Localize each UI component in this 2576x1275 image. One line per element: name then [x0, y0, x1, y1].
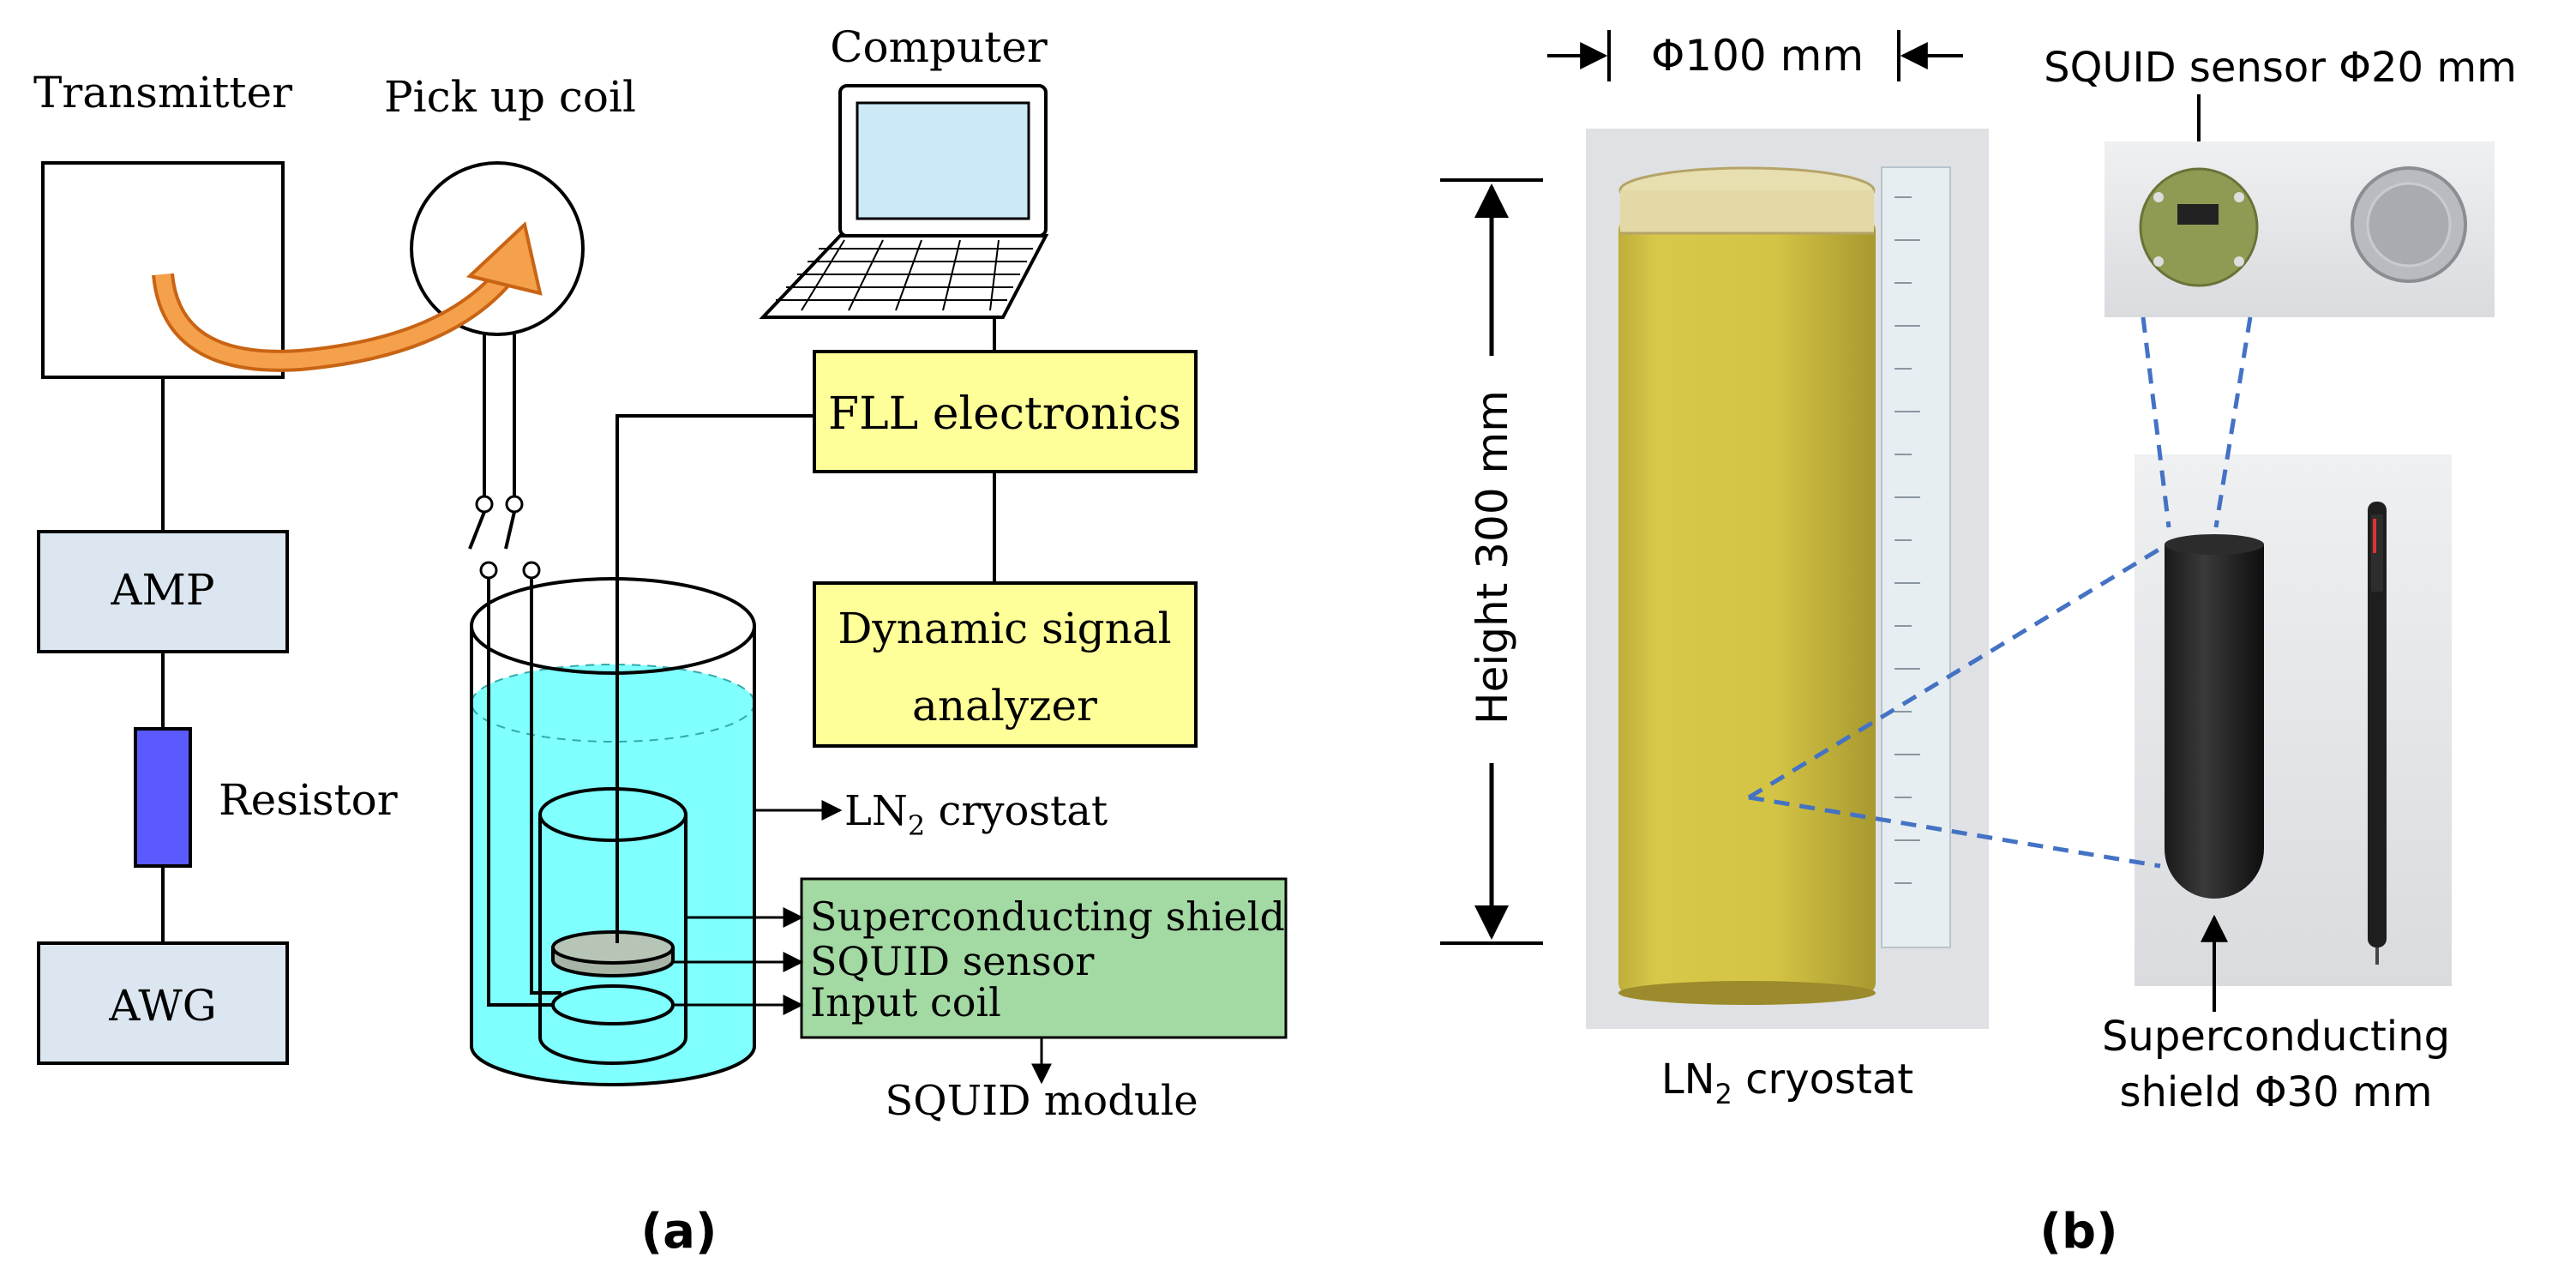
- awg-box: [37, 941, 289, 1065]
- sensor-board: [2139, 167, 2259, 287]
- shield-label: Superconducting shield: [810, 893, 1285, 940]
- shield-label-b-line2: shield Φ30 mm: [2120, 1068, 2433, 1116]
- fll-box: [813, 350, 1198, 473]
- panel-b: Φ100 mm Height 300 mm LN2 cryostat SQUID…: [1440, 30, 2517, 1260]
- pickup-leads: [483, 334, 516, 497]
- transmitter-box: [41, 161, 285, 379]
- ln2-suffix: cryostat: [925, 787, 1108, 835]
- sensor-label: SQUID sensor Φ20 mm: [2044, 44, 2517, 92]
- dash-sensor-right: [2213, 316, 2253, 528]
- sensor-photo: [2105, 141, 2495, 317]
- cryostat-photo: [1586, 129, 1989, 1029]
- shield-photo: [2135, 454, 2452, 986]
- input-coil-label: Input coil: [810, 979, 1001, 1025]
- dash-cryo-top: [1747, 546, 2162, 800]
- diameter-label: Φ100 mm: [1651, 31, 1864, 81]
- caption-b: (b): [2039, 1204, 2117, 1260]
- superconducting-shield-drawing: [538, 787, 688, 1065]
- input-lead-right: [530, 578, 561, 995]
- dsa-box: [813, 581, 1198, 748]
- ln2-cryostat-label-b: LN2 cryostat: [1661, 1055, 1913, 1110]
- superconducting-shield-image: [2165, 544, 2264, 899]
- squid-chip: [2177, 204, 2219, 225]
- dash-cryo-bottom: [1748, 795, 2161, 869]
- ln2-text: LN: [844, 787, 908, 835]
- magnetic-coupling-arrow: [155, 269, 512, 369]
- cryostat-base: [1618, 981, 1876, 1005]
- input-lead-left: [487, 578, 553, 1007]
- computer-label: Computer: [830, 22, 1048, 72]
- ln2-b-text: LN: [1661, 1055, 1715, 1104]
- shield-label-b-line1: Superconducting: [2102, 1013, 2450, 1061]
- pen-reference: [2368, 502, 2387, 947]
- fll-label: FLL electronics: [828, 388, 1181, 440]
- squid-sensor-disk: [551, 930, 675, 977]
- ln2-cryostat-label-a: LN2 cryostat: [844, 787, 1108, 842]
- amp-label: AMP: [111, 565, 215, 615]
- ln2-b-subscript: 2: [1715, 1078, 1732, 1110]
- dsa-label-line2: analyzer: [912, 681, 1097, 731]
- cryostat-lid-rim: [1620, 190, 1874, 233]
- resistor-symbol: [134, 727, 192, 868]
- ln2-subscript: 2: [908, 809, 925, 842]
- magnetic-coupling-arrowhead: [465, 221, 543, 296]
- pickup-coil-label: Pick up coil: [384, 72, 636, 122]
- squid-module-label: SQUID module: [885, 1077, 1198, 1125]
- dash-sensor-left: [2141, 316, 2171, 528]
- ln2-cryostat-drawing: [470, 577, 756, 1086]
- squid-module-box: [800, 877, 1288, 1039]
- transmitter-label: Transmitter: [33, 68, 292, 117]
- ln2-b-suffix: cryostat: [1732, 1055, 1913, 1104]
- squid-sensor-label: SQUID sensor: [810, 938, 1094, 984]
- switch-symbol: [468, 495, 541, 580]
- awg-label: AWG: [108, 981, 216, 1031]
- wire-fll-squid: [615, 414, 814, 943]
- height-label: Height 300 mm: [1468, 390, 1517, 725]
- ruler-image: [1881, 166, 1951, 948]
- dsa-label-line1: Dynamic signal: [838, 604, 1171, 653]
- caption-a: (a): [641, 1204, 718, 1260]
- cryostat-body: [1618, 219, 1876, 995]
- laptop-icon: [759, 84, 1049, 319]
- panel-a: Transmitter Pick up coil AMP Resistor AW…: [33, 22, 1288, 1260]
- resistor-label: Resistor: [219, 775, 398, 825]
